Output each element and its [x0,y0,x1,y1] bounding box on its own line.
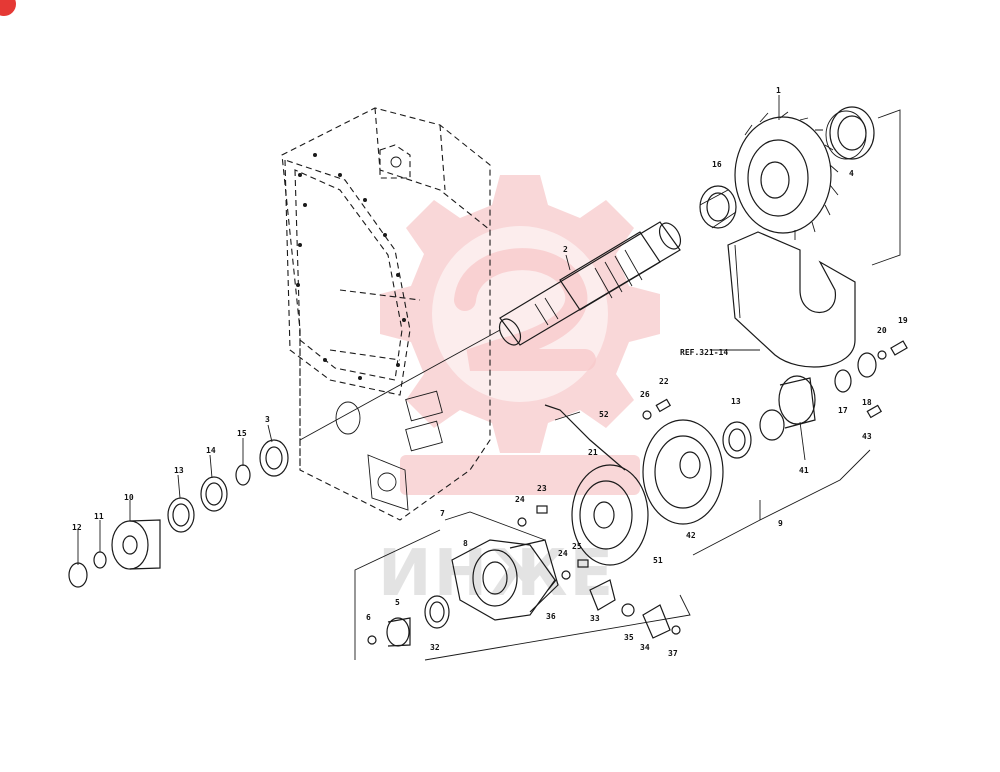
bearing-part-4 [825,106,875,160]
gearbox-housing [281,107,491,521]
label-25: 25 [572,542,582,551]
label-37: 37 [668,649,678,658]
label-51: 51 [653,556,663,565]
label-18: 18 [862,398,872,407]
label-3: 3 [265,415,270,424]
label-9: 9 [778,519,783,528]
label-36: 36 [546,612,556,621]
label-6: 6 [366,613,371,622]
label-22: 22 [659,377,669,386]
label-13-right: 13 [731,397,741,406]
drum-part-42 [642,419,724,525]
label-4: 4 [849,169,854,178]
shaft-centre-line [299,329,501,441]
right-parts-stack [722,340,908,459]
label-42: 42 [686,531,696,540]
corner-badge [0,0,16,16]
label-2: 2 [563,245,568,254]
label-13-left: 13 [174,466,184,475]
label-32: 32 [430,643,440,652]
label-11: 11 [94,512,104,521]
label-35: 35 [624,633,634,642]
watermark-gear-logo [380,175,660,495]
gear-part-1 [734,111,839,240]
label-5: 5 [395,598,400,607]
label-20: 20 [877,326,887,335]
label-10: 10 [124,493,134,502]
part-labels: 1 2 3 4 5 6 7 8 9 10 11 12 13 13 14 15 1… [72,86,908,658]
label-23: 23 [537,484,547,493]
label-17: 17 [838,406,848,415]
label-15: 15 [237,429,247,438]
guard-cover [727,231,856,368]
label-21: 21 [588,448,598,457]
label-26: 26 [640,390,650,399]
label-12: 12 [72,523,82,532]
shaft-part-2 [498,221,682,346]
label-19: 19 [898,316,908,325]
label-41: 41 [799,466,809,475]
label-7: 7 [440,509,445,518]
label-1: 1 [776,86,781,95]
label-33: 33 [590,614,600,623]
label-52: 52 [599,410,609,419]
label-24-upper: 24 [515,495,525,504]
label-34: 34 [640,643,650,652]
bushing-part-16 [699,185,737,229]
small-fasteners [517,398,681,639]
label-24-lower: 24 [558,549,568,558]
leader-lines [77,95,901,661]
label-16: 16 [712,160,722,169]
label-14: 14 [206,446,216,455]
watermark-text: ИНЖЕ [378,537,615,611]
flange-plate-part-21 [544,404,649,566]
label-43: 43 [862,432,872,441]
pto-housing-assembly [367,539,559,647]
reference-label: REF.321-14 [680,348,728,357]
label-8: 8 [463,539,468,548]
